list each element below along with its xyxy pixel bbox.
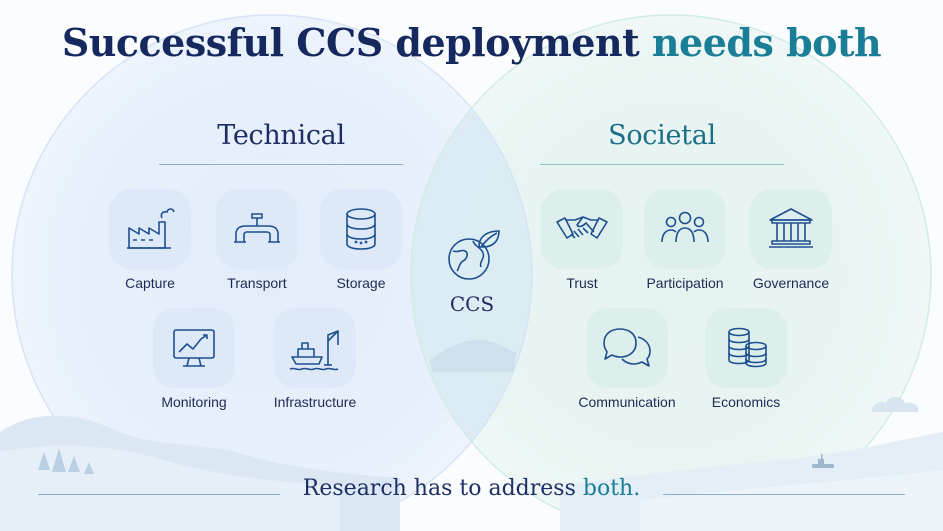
coins-icon <box>705 308 787 388</box>
societal-circle <box>411 15 931 531</box>
technical-label-transport: Transport <box>227 275 287 291</box>
technical-item-capture: Capture <box>90 189 210 291</box>
title-main: Successful CCS deployment <box>61 20 640 65</box>
footer-main: Research has to address <box>302 476 576 501</box>
government-building-icon <box>750 189 832 269</box>
technical-title: Technical <box>217 120 345 151</box>
footer-accent: both. <box>582 476 641 501</box>
societal-title: Societal <box>608 120 716 151</box>
people-icon <box>644 189 726 269</box>
societal-label-governance: Governance <box>752 275 830 291</box>
trees-icon <box>38 448 94 474</box>
ship-crane-icon <box>274 308 356 388</box>
monitor-chart-icon <box>153 308 235 388</box>
technical-item-storage: Storage <box>301 189 421 291</box>
storage-tank-icon <box>320 189 402 269</box>
societal-label-economics: Economics <box>711 394 781 410</box>
speech-bubbles-icon <box>586 308 668 388</box>
footer-divider-right <box>663 494 905 495</box>
technical-label-infrastructure: Infrastructure <box>273 394 357 410</box>
footer-divider-left <box>38 494 280 495</box>
technical-item-transport: Transport <box>197 189 317 291</box>
societal-label-trust: Trust <box>566 275 598 291</box>
ccs-center: CCS <box>430 225 514 316</box>
societal-divider <box>540 164 784 165</box>
title-accent: needs both <box>651 20 882 65</box>
technical-circle <box>12 15 532 531</box>
societal-label-communication: Communication <box>578 394 676 410</box>
technical-label-storage: Storage <box>336 275 386 291</box>
societal-item-trust: Trust <box>522 189 642 291</box>
societal-item-participation: Participation <box>625 189 745 291</box>
societal-item-communication: Communication <box>567 308 687 410</box>
societal-label-participation: Participation <box>646 275 724 291</box>
societal-item-governance: Governance <box>731 189 851 291</box>
factory-icon <box>109 189 191 269</box>
technical-item-monitoring: Monitoring <box>134 308 254 410</box>
page-title: Successful CCS deployment needs both <box>0 20 943 65</box>
technical-divider <box>159 164 403 165</box>
technical-label-capture: Capture <box>125 275 175 291</box>
ccs-label: CCS <box>449 292 495 316</box>
lens-hills <box>430 340 516 372</box>
globe-leaf-icon <box>448 230 500 280</box>
cloud-icon <box>872 397 919 412</box>
small-ship-icon <box>812 454 834 468</box>
technical-label-monitoring: Monitoring <box>161 394 227 410</box>
technical-item-infrastructure: Infrastructure <box>255 308 375 410</box>
pipeline-icon <box>216 189 298 269</box>
handshake-icon <box>541 189 623 269</box>
societal-item-economics: Economics <box>686 308 806 410</box>
footer-caption: Research has to address both. <box>0 476 943 501</box>
